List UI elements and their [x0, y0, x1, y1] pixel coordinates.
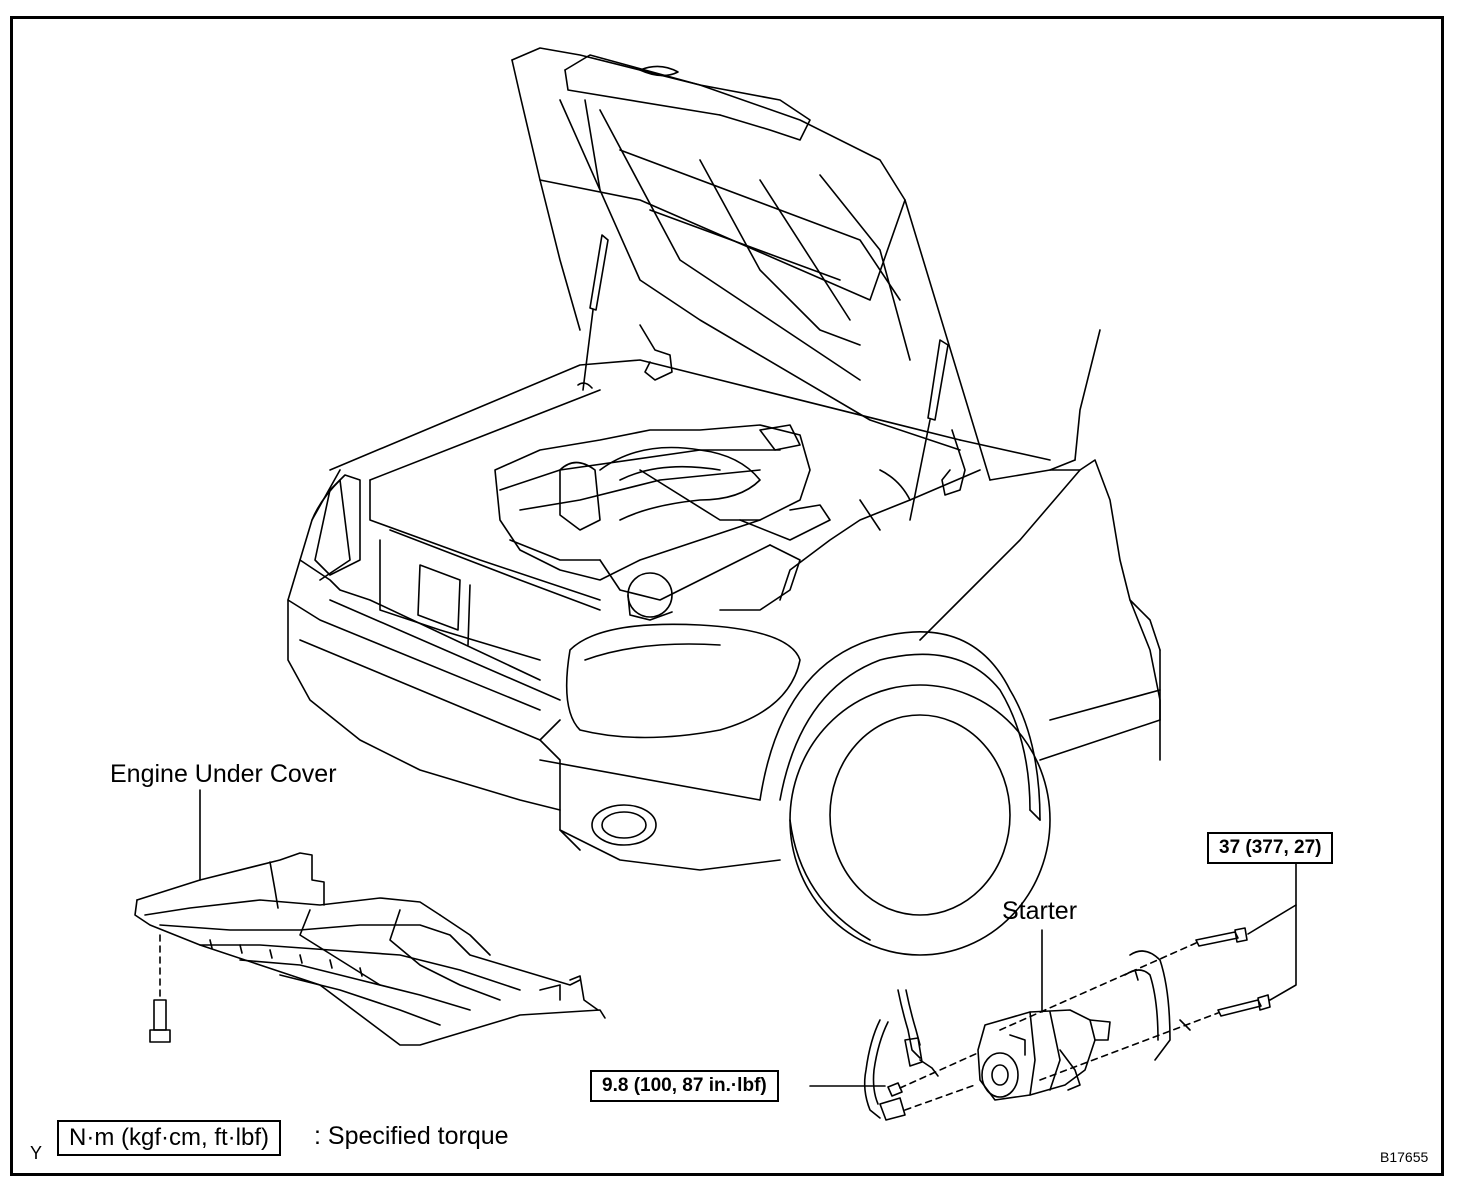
figure-frame	[10, 16, 1444, 1176]
front-tire	[789, 684, 1051, 956]
starter-wiring	[809, 989, 981, 1121]
engine	[494, 424, 911, 621]
hood-struts	[577, 234, 966, 521]
legend-text: : Specified torque	[314, 1122, 509, 1150]
engine-under-cover	[134, 789, 606, 1046]
figure-code: B17655	[1380, 1149, 1429, 1165]
torque-unit-box: N·m (kgf·cm, ft·lbf)	[57, 1120, 281, 1156]
corner-mark: Y	[30, 1143, 43, 1163]
hood	[511, 47, 991, 481]
engine-under-cover-label: Engine Under Cover	[110, 760, 337, 788]
torque-callout-nut: 9.8 (100, 87 in.·lbf)	[590, 1070, 779, 1102]
starter-label: Starter	[1002, 897, 1078, 925]
headlamps	[314, 474, 801, 741]
starter-bolts	[999, 859, 1297, 1081]
starter-motor	[977, 929, 1111, 1101]
vehicle-body	[287, 329, 1161, 871]
torque-callout-bolts: 37 (377, 27)	[1207, 832, 1334, 864]
